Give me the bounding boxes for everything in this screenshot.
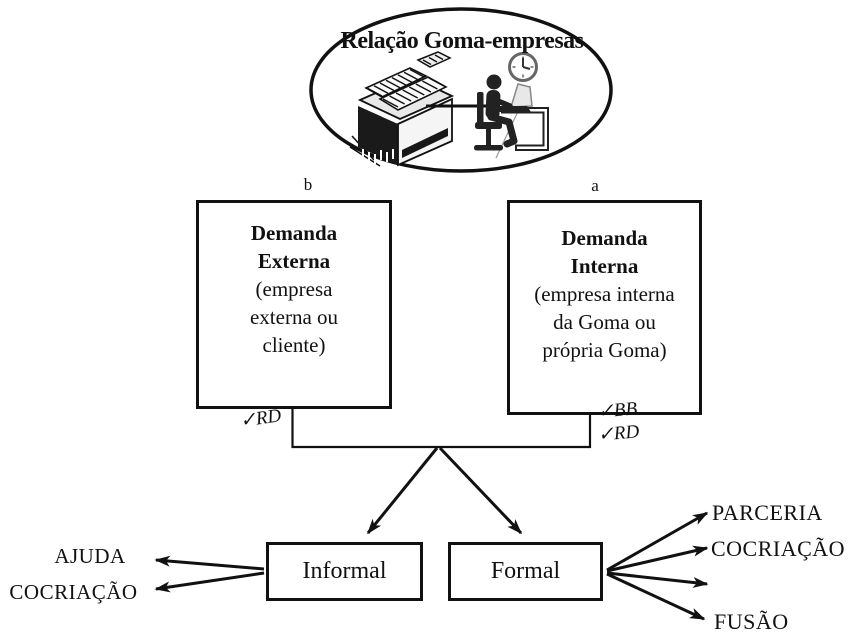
arrow-formal-parceria-head xyxy=(692,512,709,525)
arrow-informal-cocriacao-head xyxy=(154,581,171,593)
arrow-formal-unlabeled xyxy=(606,571,708,586)
formal-label: Formal xyxy=(490,558,561,584)
demanda-externa-desc-line2: externa ou xyxy=(249,305,339,329)
internal-check-rd: ✓RD xyxy=(597,421,641,446)
demanda-interna-box: Demanda Interna (empresa interna da Goma… xyxy=(507,200,702,415)
outcome-cocriacao-informal: COCRIAÇÃO xyxy=(9,580,138,604)
demanda-interna-title-line2: Interna xyxy=(570,254,639,278)
person-at-desk-icon xyxy=(474,74,549,159)
clock-icon xyxy=(508,52,538,82)
arrow-formal-fusao xyxy=(606,572,705,621)
demanda-interna-desc-line3: própria Goma) xyxy=(542,338,667,362)
arrow-formal-fusao-head xyxy=(689,608,706,620)
outcome-cocriacao-formal: COCRIAÇÃO xyxy=(711,536,846,561)
demanda-externa-desc-line1: (empresa xyxy=(255,277,333,301)
printing-press-icon xyxy=(349,51,455,167)
arrow-formal-cocriacao xyxy=(606,546,708,573)
arrow-to-formal xyxy=(438,446,523,535)
arrow-to-informal-head xyxy=(367,518,382,535)
demanda-interna-desc-line2: da Goma ou xyxy=(553,310,656,334)
internal-check-bb: ✓BB xyxy=(597,398,638,423)
arrow-formal-cocriacao-head xyxy=(692,545,709,557)
demanda-externa-title-line1: Demanda xyxy=(250,221,338,245)
informal-box: Informal xyxy=(266,542,423,601)
diagram-title: Relação Goma-empresas xyxy=(340,28,585,54)
formal-box: Formal xyxy=(448,542,603,601)
outcome-parceria: PARCERIA xyxy=(712,500,823,525)
demanda-interna-title-line1: Demanda xyxy=(561,226,648,250)
demanda-externa-desc-line3: cliente) xyxy=(262,333,326,357)
arrow-informal-cocriacao xyxy=(155,571,265,591)
arrow-informal-ajuda xyxy=(155,558,265,571)
internal-box-tag: a xyxy=(591,176,599,195)
arrow-informal-ajuda-head xyxy=(154,555,171,567)
demanda-interna-desc-line1: (empresa interna xyxy=(534,282,675,306)
arrow-formal-unlabeled-head xyxy=(692,577,709,588)
arrow-to-informal xyxy=(366,447,439,534)
external-box-tag: b xyxy=(303,175,313,194)
informal-label: Informal xyxy=(302,558,387,584)
arrow-to-formal-head xyxy=(507,519,522,535)
demanda-externa-box: Demanda Externa (empresa externa ou clie… xyxy=(196,200,392,409)
demanda-externa-title-line2: Externa xyxy=(257,249,331,273)
arrow-formal-parceria xyxy=(606,511,708,572)
outcome-fusao: FUSÃO xyxy=(714,609,789,634)
demand-connector-bracket xyxy=(291,394,592,449)
outcome-ajuda: AJUDA xyxy=(54,544,126,568)
